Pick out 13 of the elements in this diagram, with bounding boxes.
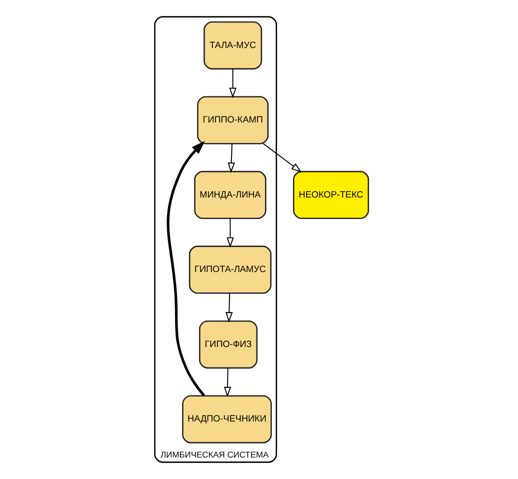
arrow xyxy=(229,68,236,98)
node-box: МИНДА-ЛИНА xyxy=(194,170,266,220)
arrow xyxy=(262,143,302,172)
node-box: ТАЛА-МУС xyxy=(204,21,262,70)
arrow xyxy=(228,143,235,173)
arrow xyxy=(224,368,232,398)
arrow xyxy=(225,292,233,322)
node-box: НАДПО-ЧЕЧНИКИ xyxy=(182,395,272,444)
node-box: ГИПО-ФИЗ xyxy=(199,320,258,369)
node-box: ГИПОТА-ЛАМУС xyxy=(188,246,272,294)
arrow xyxy=(226,218,234,248)
node-box: ГИППО-КАМП xyxy=(197,96,269,144)
node-box: НЕОКОР-ТЕКС xyxy=(292,170,370,220)
